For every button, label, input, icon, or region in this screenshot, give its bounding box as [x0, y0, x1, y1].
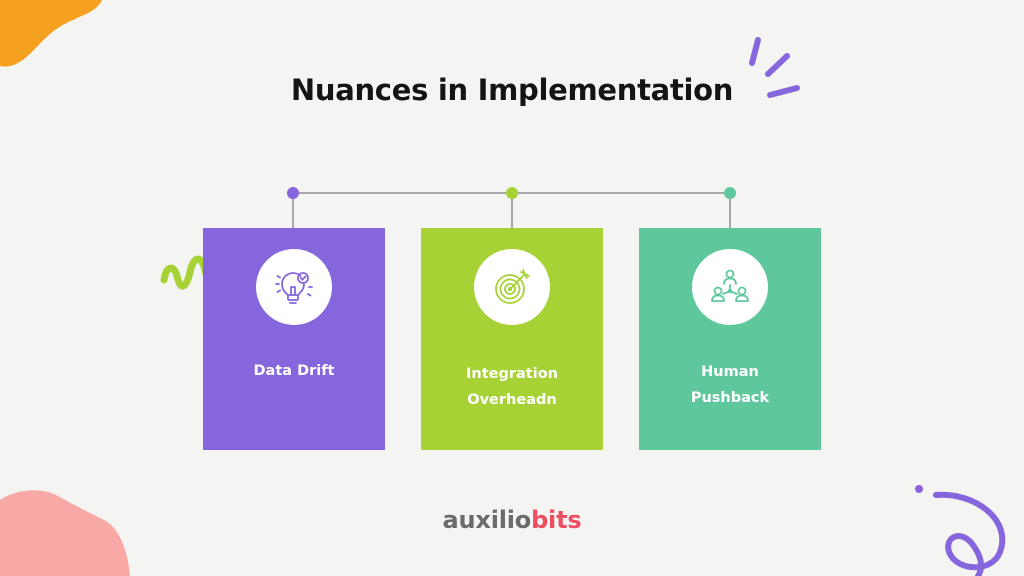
card-label: Human Pushback	[659, 359, 801, 411]
card-label: Integration Overheadn	[441, 361, 583, 413]
people-network-icon	[711, 269, 749, 302]
card-label-line: Integration	[466, 366, 558, 382]
card-icon-circle	[474, 249, 550, 325]
card-label-line: Human	[701, 364, 759, 380]
brand-logo-part-2: bits	[531, 506, 582, 534]
pink-blob-decoration	[0, 490, 130, 576]
card-human-pushback: Human Pushback	[639, 228, 821, 450]
card-label-line: Data Drift	[253, 363, 335, 379]
card-label-line: Pushback	[690, 390, 770, 406]
card-icon-circle	[692, 249, 768, 325]
orange-blob-decoration	[0, 0, 102, 67]
connector-dot-1	[287, 187, 299, 199]
purple-sparkle-decoration	[749, 37, 800, 98]
card-label: Data Drift	[223, 358, 365, 384]
card-icon-circle	[256, 249, 332, 325]
card-label-line: Overheadn	[467, 392, 557, 408]
connector-dot-3	[724, 187, 736, 199]
brand-logo: auxiliobits	[0, 506, 1024, 534]
card-data-drift: Data Drift	[203, 228, 385, 450]
target-arrow-icon	[495, 269, 530, 304]
lightbulb-idea-icon	[275, 272, 313, 304]
brand-logo-part-1: auxilio	[442, 506, 532, 534]
page-title: Nuances in Implementation	[290, 73, 734, 107]
connector-dot-2	[506, 187, 518, 199]
purple-swirl-decoration	[915, 485, 1006, 576]
card-integration-overhead: Integration Overheadn	[421, 228, 603, 450]
